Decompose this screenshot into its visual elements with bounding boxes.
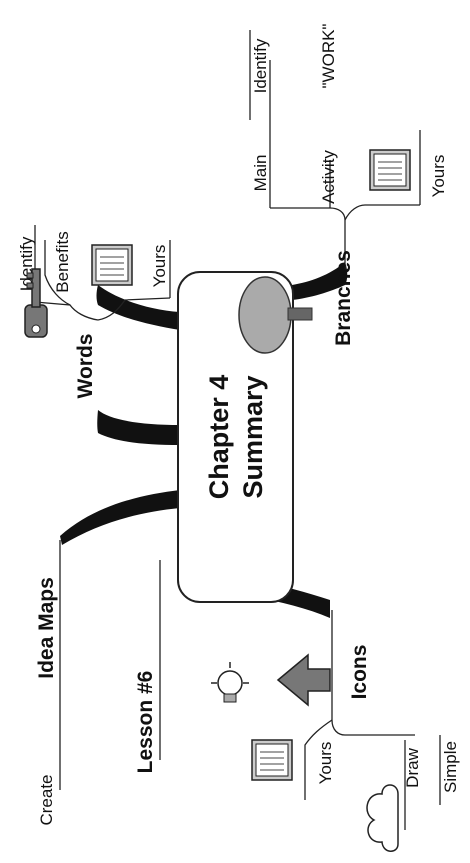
branches-sub-yours: Yours xyxy=(429,155,448,198)
notepad-icon-branches xyxy=(369,149,411,191)
tree-icon xyxy=(238,276,313,354)
branch-label-lesson: Lesson #6 xyxy=(134,671,157,774)
notepad-icon xyxy=(91,244,133,286)
connector-words-upper xyxy=(97,410,180,445)
thin-lines xyxy=(34,30,441,830)
branch-label-idea-maps: Idea Maps xyxy=(35,577,58,679)
words-sub-benefits: Benefits xyxy=(53,231,72,292)
idea-maps-sub-create: Create xyxy=(37,774,56,825)
center-title-line2: Summary xyxy=(238,375,268,498)
branch-label-icons: Icons xyxy=(348,645,371,700)
branch-label-branches: Branches xyxy=(332,250,355,346)
icons-sub-draw: Draw xyxy=(403,747,422,787)
branches-sub-activity: Activity xyxy=(319,150,338,204)
center-title-line1: Chapter 4 xyxy=(204,375,234,500)
center-node: Chapter 4 Summary xyxy=(177,271,294,603)
words-sub-yours: Yours xyxy=(150,245,169,288)
branch-label-words: Words xyxy=(74,334,97,399)
icons-sub-yours: Yours xyxy=(316,742,335,785)
arrow-icon xyxy=(276,653,331,707)
connector-branches xyxy=(292,262,348,300)
icons-sub-simple: Simple xyxy=(441,741,460,793)
center-box xyxy=(177,271,294,603)
lightbulb-icon xyxy=(211,662,249,703)
branches-sub-identify: Identify xyxy=(251,38,270,93)
branches-sub-work: "WORK" xyxy=(319,24,338,89)
branches-sub-main: Main xyxy=(251,155,270,192)
cloud-icon xyxy=(366,784,399,852)
connector-idea-maps xyxy=(60,490,180,545)
connector-words xyxy=(96,285,180,330)
notepad-icon-icons xyxy=(251,739,293,781)
key-icon xyxy=(24,268,48,338)
